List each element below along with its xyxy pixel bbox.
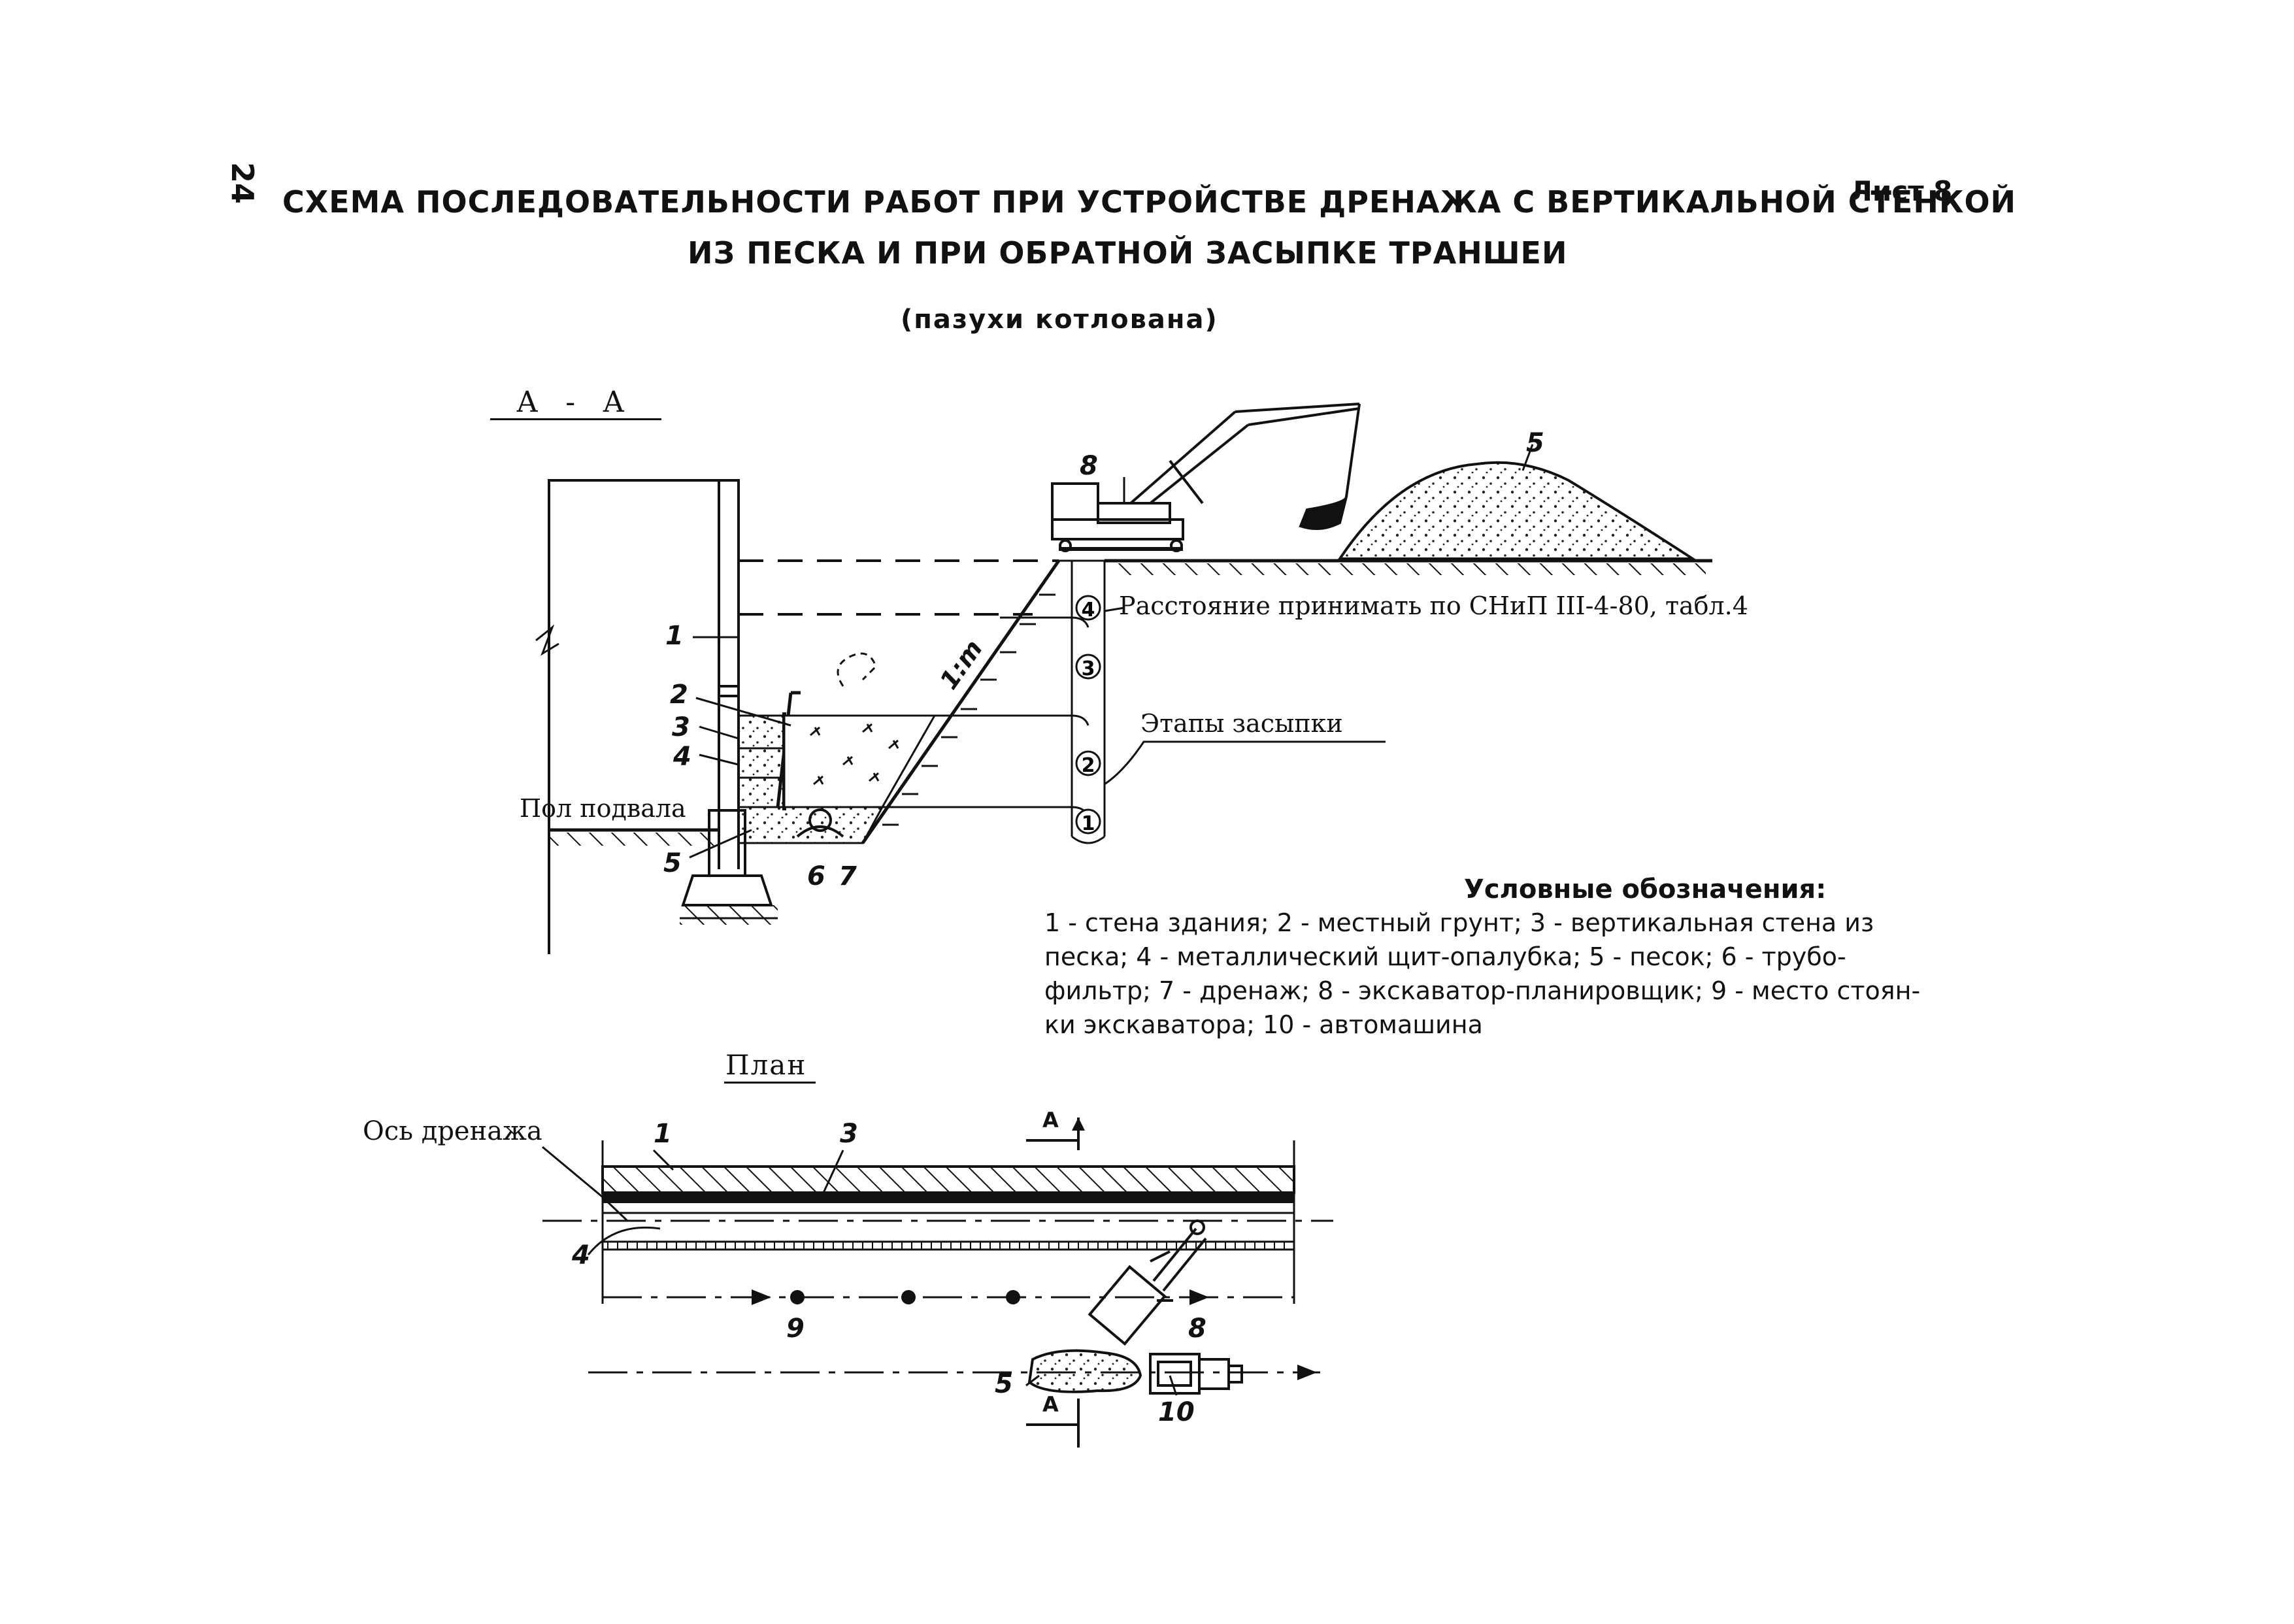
level-lines <box>739 559 1059 616</box>
plan-sand-ticks <box>607 1242 1285 1250</box>
plan-section-mark-bottom: А <box>1042 1392 1059 1417</box>
plan-drawing <box>542 1118 1333 1448</box>
plan-excavator-icon <box>1088 1219 1207 1346</box>
callout-4: 4 <box>673 742 691 772</box>
stage-2: 2 <box>1082 754 1095 777</box>
foundation-soil-hatch <box>680 905 778 925</box>
plan-callout-1: 1 <box>654 1119 672 1149</box>
title-line-1: СХЕМА ПОСЛЕДОВАТЕЛЬНОСТИ РАБОТ ПРИ УСТРО… <box>282 184 2017 220</box>
callout-1: 1 <box>665 621 684 651</box>
ground-surface-hatch <box>1111 563 1706 575</box>
plan-wall-hatch <box>604 1168 1293 1191</box>
stage-4: 4 <box>1082 599 1095 621</box>
soil-marks <box>810 723 899 786</box>
plan-callout-10: 10 <box>1158 1397 1195 1427</box>
sand-pile <box>1337 461 1697 560</box>
plan-callout-4: 4 <box>572 1240 590 1270</box>
basement-floor-hatch <box>549 833 719 846</box>
title-line-2: ИЗ ПЕСКА И ПРИ ОБРАТНОЙ ЗАСЫПКЕ ТРАНШЕИ <box>688 235 1568 271</box>
legend-title: Условные обозначения: <box>1464 874 1827 904</box>
drain-axis-label: Ось дренажа <box>363 1116 542 1146</box>
stage-direction-mark <box>837 652 877 687</box>
sheet-label: Лист 8 <box>1850 175 1953 207</box>
plan-callout-8: 8 <box>1188 1314 1206 1344</box>
callout-7: 7 <box>839 861 857 891</box>
callout-5: 5 <box>663 848 682 878</box>
section-label-underline <box>490 418 661 420</box>
backfill-stages <box>882 559 1106 844</box>
stage-3: 3 <box>1082 657 1095 680</box>
section-label: А - А <box>516 386 634 419</box>
callout-8: 8 <box>1080 451 1098 481</box>
slope-hatch <box>882 593 1056 826</box>
stage-1: 1 <box>1082 812 1095 835</box>
callout-3: 3 <box>672 712 690 742</box>
legend-text: 1 - стена здания; 2 - местный грунт; 3 -… <box>1044 908 1921 1039</box>
plan-callout-9: 9 <box>786 1314 805 1344</box>
basement-floor-label: Пол подвала <box>520 794 686 823</box>
movement-arrows <box>752 1118 1317 1380</box>
plan-section-mark-top: А <box>1042 1108 1059 1133</box>
callout-5-pile: 5 <box>1526 428 1544 458</box>
plan-label: План <box>725 1049 807 1081</box>
plan-callout-5: 5 <box>995 1369 1013 1399</box>
plan-label-underline <box>724 1082 816 1084</box>
callout-6: 6 <box>807 861 825 891</box>
subtitle: (пазухи котлована) <box>901 305 1218 335</box>
parking-points <box>790 1290 1020 1304</box>
plan-leaders <box>542 1146 1178 1396</box>
truck-icon <box>1149 1353 1243 1395</box>
drain-pipe <box>796 808 844 838</box>
stages-label: Этапы засыпки <box>1140 709 1343 738</box>
excavator-icon <box>1051 403 1361 552</box>
callout-2: 2 <box>670 680 688 710</box>
plan-sand-heap <box>1027 1349 1142 1393</box>
excavation-slope <box>861 559 1061 844</box>
plan-callout-3: 3 <box>840 1119 858 1149</box>
distance-note: Расстояние принимать по СНиП III-4-80, т… <box>1119 591 1748 620</box>
stage-circles <box>1075 595 1101 835</box>
callout-leaders <box>689 444 1534 859</box>
building-wall <box>535 479 740 954</box>
